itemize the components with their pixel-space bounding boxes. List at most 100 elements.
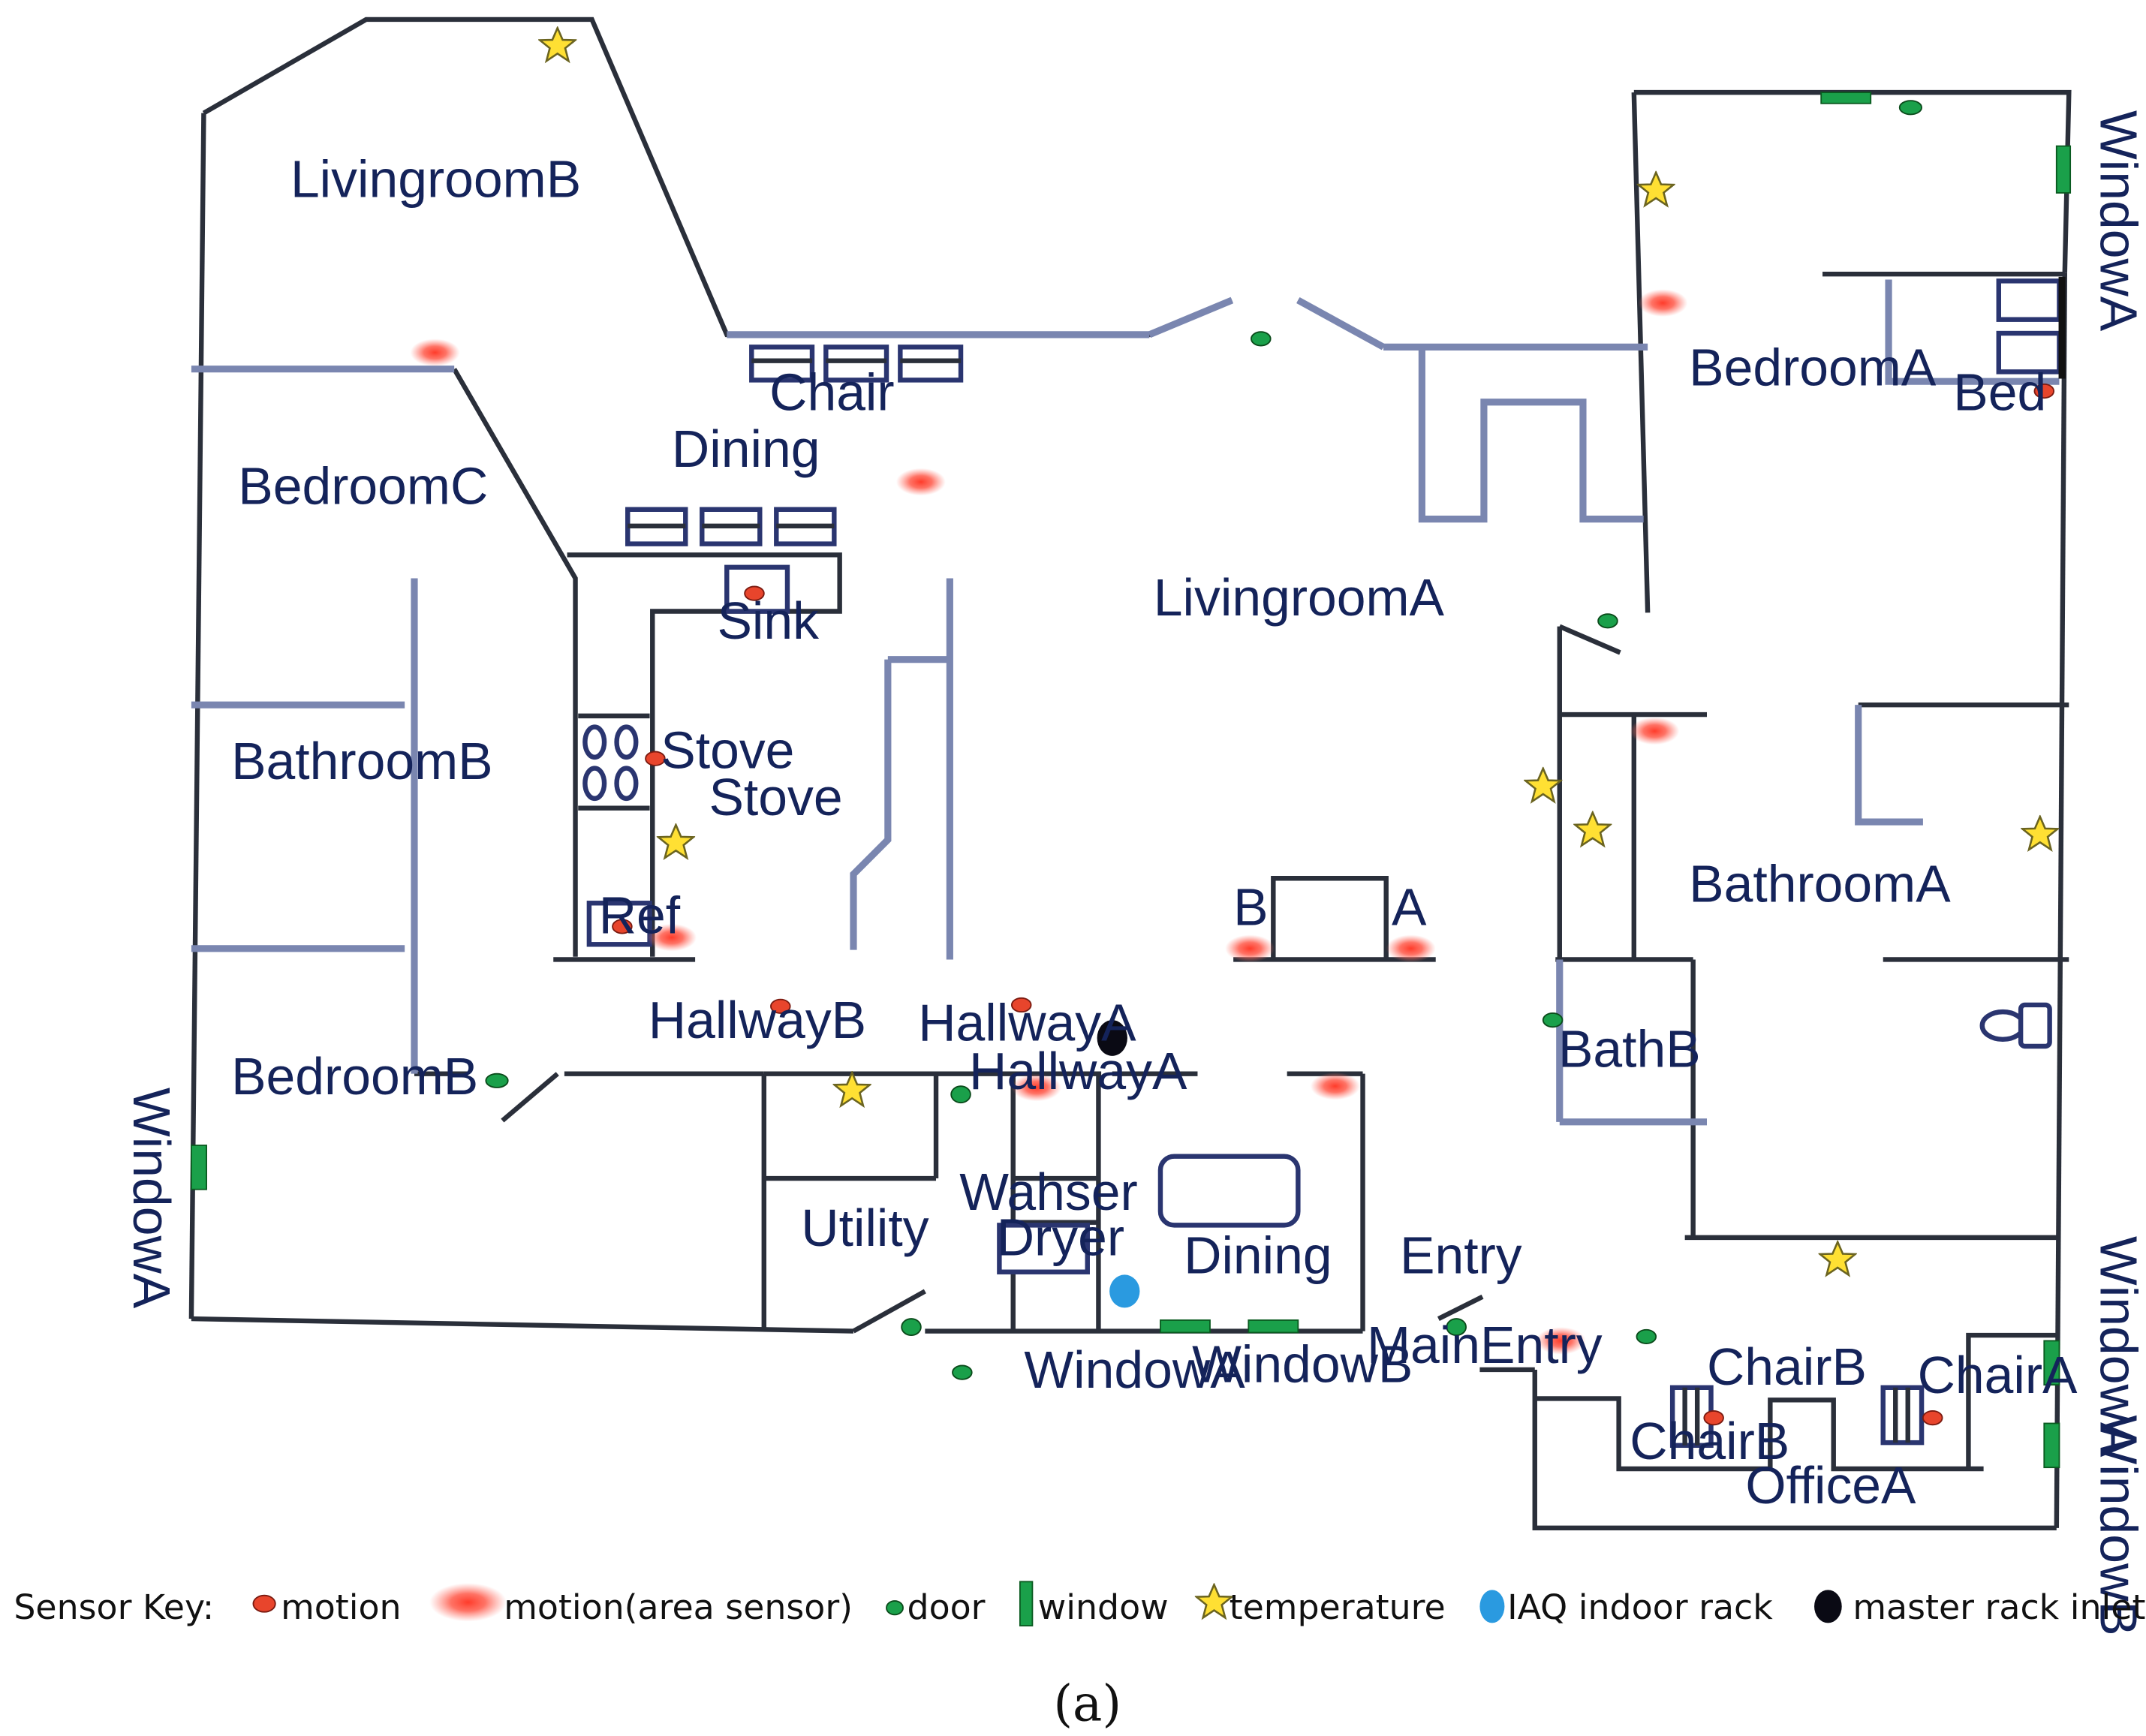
window-labels: WindowA WindowB WindowA WindowA WindowB … bbox=[122, 110, 2146, 1636]
door-key-label: door bbox=[907, 1587, 986, 1627]
fixture-label: Bed bbox=[1953, 363, 2046, 422]
door-sensor bbox=[901, 1318, 922, 1337]
fixture-label: Stove bbox=[661, 721, 794, 780]
furniture bbox=[582, 276, 2066, 1449]
motion-area-sensor bbox=[1536, 1327, 1586, 1355]
room-labels: LivingroomB BedroomC Dining BathroomB Be… bbox=[231, 149, 1951, 1514]
fixture-label: ChairA bbox=[1918, 1346, 2078, 1404]
window-label: WindowA bbox=[1024, 1340, 1245, 1399]
window-key-icon bbox=[1019, 1581, 1034, 1626]
window-sensor bbox=[190, 1145, 207, 1190]
room-label: HallwayA bbox=[969, 1042, 1187, 1100]
fixture-label: A bbox=[1392, 878, 1427, 937]
door-sensor bbox=[952, 1364, 973, 1380]
fixture-label: Dryer bbox=[997, 1208, 1124, 1267]
door-sensor bbox=[1636, 1328, 1657, 1345]
door-sensor bbox=[1898, 100, 1922, 116]
motion-area-sensors bbox=[410, 289, 1688, 1355]
motion-sensor bbox=[645, 751, 666, 766]
motion-sensor bbox=[1922, 1410, 1943, 1426]
window-label: WindowB bbox=[2089, 1415, 2146, 1635]
window-sensor bbox=[2055, 145, 2072, 194]
fixture-label: Ref bbox=[599, 886, 681, 945]
master-key-label: master rack inlet bbox=[1853, 1587, 2145, 1627]
window-sensor bbox=[1248, 1319, 1299, 1334]
door-sensor bbox=[1446, 1318, 1467, 1337]
iaq-key-icon bbox=[1479, 1590, 1505, 1623]
room-label: BedroomC bbox=[238, 456, 488, 515]
fixture-label: ChairB bbox=[1707, 1337, 1867, 1396]
motion-sensors bbox=[612, 383, 2055, 1426]
motion-area-sensor bbox=[1386, 934, 1436, 963]
door-sensor bbox=[1597, 613, 1618, 629]
window-label: WindowA bbox=[2089, 1236, 2146, 1458]
temperature-sensor bbox=[657, 823, 695, 859]
room-label: BathroomA bbox=[1689, 854, 1951, 913]
window-sensors bbox=[190, 92, 2072, 1469]
motion-sensor bbox=[1703, 1410, 1724, 1426]
motion-area-sensor bbox=[895, 468, 946, 496]
room-label: BathroomB bbox=[231, 732, 493, 790]
master-key-icon bbox=[1814, 1590, 1842, 1623]
motion-area-sensor bbox=[1630, 717, 1680, 745]
window-key-label: window bbox=[1038, 1587, 1169, 1627]
window-sensor bbox=[2043, 1340, 2060, 1386]
fixture-label: Sink bbox=[717, 591, 819, 650]
walls bbox=[188, 17, 2072, 1531]
motion-area-sensor bbox=[1011, 1073, 1061, 1102]
room-label: Entry bbox=[1400, 1226, 1522, 1285]
motion-area-sensor bbox=[1225, 934, 1275, 963]
room-label: LivingroomB bbox=[290, 149, 581, 208]
room-label: Dining bbox=[1184, 1226, 1332, 1285]
room-label: HallwayB bbox=[649, 991, 866, 1049]
motion-sensor bbox=[612, 919, 633, 934]
temperature-sensor bbox=[1573, 811, 1612, 847]
window-sensor bbox=[1820, 92, 1872, 104]
room-label: Utility bbox=[801, 1199, 929, 1257]
motion-sensor bbox=[2033, 383, 2055, 399]
iaq-key-label: IAQ indoor rack bbox=[1507, 1587, 1773, 1627]
temperature-sensor bbox=[1637, 171, 1675, 207]
door-sensor bbox=[1542, 1012, 1564, 1028]
interior-walls bbox=[191, 279, 2060, 1126]
window-sensor bbox=[2043, 1422, 2060, 1469]
fixture-label: Chair bbox=[769, 363, 895, 422]
temperature-sensor bbox=[2021, 815, 2059, 851]
motion-area-sensor bbox=[646, 923, 697, 952]
window-label: WindowB bbox=[1192, 1334, 1413, 1393]
temperature-sensors bbox=[538, 26, 2059, 1277]
iaq-sensor bbox=[1109, 1274, 1140, 1308]
room-label: OfficeA bbox=[1745, 1456, 1916, 1515]
room-label: Dining bbox=[672, 420, 820, 478]
room-label: BedroomA bbox=[1689, 338, 1937, 397]
fixture-label: Stove bbox=[709, 768, 842, 826]
room-label: LivingroomA bbox=[1154, 568, 1445, 627]
room-label: BedroomB bbox=[231, 1047, 478, 1106]
door-sensor bbox=[485, 1073, 509, 1088]
motion-sensor bbox=[770, 998, 791, 1014]
temperature-sensor bbox=[1819, 1241, 1857, 1277]
window-label: WindowA bbox=[122, 1088, 181, 1309]
temperature-key-label: temperature bbox=[1230, 1587, 1446, 1627]
door-sensor bbox=[1251, 331, 1272, 347]
window-label: WindowA bbox=[2089, 110, 2146, 332]
fixture-label: Wahser bbox=[959, 1163, 1137, 1221]
fixture-labels: Chair Bed Sink Stove Stove Ref Wahser Dr… bbox=[599, 363, 2078, 1470]
motion-sensor bbox=[744, 585, 765, 601]
sensor-key-title: Sensor Key: bbox=[14, 1587, 214, 1627]
door-sensor bbox=[950, 1085, 971, 1104]
temperature-sensor bbox=[538, 26, 576, 62]
motion-sensor bbox=[1010, 997, 1032, 1013]
fixture-label: ChairB bbox=[1630, 1412, 1789, 1470]
room-label: HallwayA bbox=[918, 994, 1136, 1052]
door-sensors bbox=[485, 100, 1922, 1380]
figure-caption: (a) bbox=[1053, 1675, 1121, 1733]
master-rack-sensor bbox=[1097, 1020, 1127, 1056]
motion-key-icon bbox=[252, 1594, 276, 1613]
temperature-sensor bbox=[1524, 767, 1562, 803]
fixture-label: B bbox=[1233, 878, 1268, 937]
fixture-label: MainEntry bbox=[1367, 1316, 1603, 1374]
temperature-sensor bbox=[833, 1071, 871, 1107]
window-sensor bbox=[1160, 1319, 1211, 1334]
